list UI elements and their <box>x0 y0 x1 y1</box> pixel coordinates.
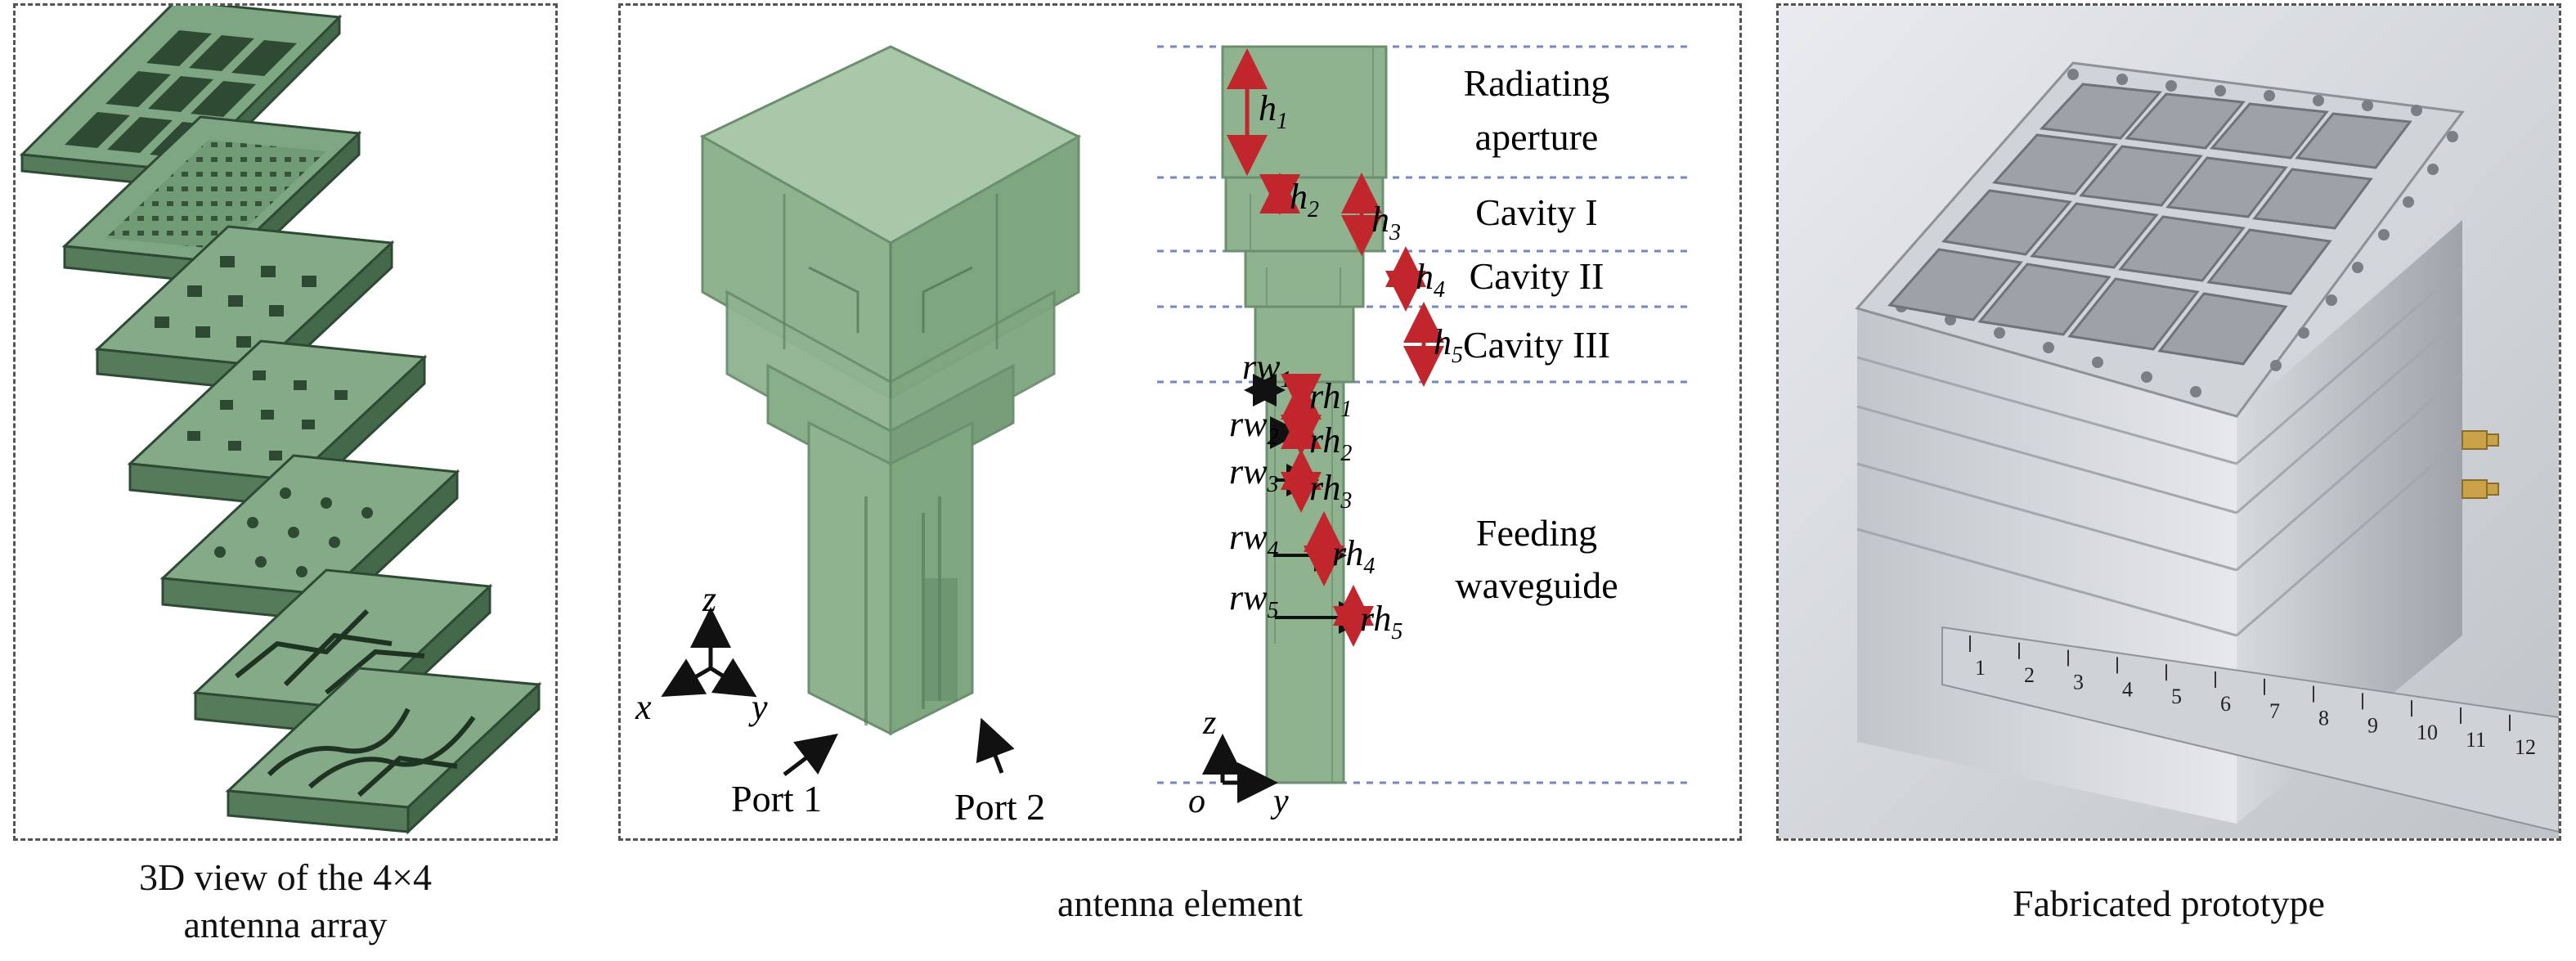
port2-label: Port 2 <box>954 786 1045 828</box>
label-radiating-line1: Radiating <box>1464 62 1610 104</box>
element-caption: antenna element <box>1057 882 1304 924</box>
label-h5: h5 <box>1434 322 1463 368</box>
ruler-number: 1 <box>1975 656 1986 680</box>
label-cavity3: Cavity III <box>1463 324 1610 366</box>
cavity2-shape <box>1244 249 1365 308</box>
label-h3: h3 <box>1371 200 1401 245</box>
axis-2d-o-label: o <box>1188 783 1205 820</box>
ruler-number: 12 <box>2515 735 2536 759</box>
element-waveguide-left <box>807 420 892 736</box>
port1-label: Port 1 <box>731 778 822 820</box>
prototype-cavity-grid <box>1887 83 2412 366</box>
antenna-element-illustration: z x y Port 1 Port 2 <box>635 45 1692 828</box>
label-rh5: rh5 <box>1360 599 1402 644</box>
ruler-number: 5 <box>2171 685 2182 708</box>
element-waveguide-right <box>889 420 974 736</box>
label-rh2: rh2 <box>1309 420 1352 466</box>
axes-3d: z x y <box>635 579 768 727</box>
label-rw2: rw2 <box>1229 404 1278 450</box>
exploded-array-illustration <box>19 0 542 835</box>
label-h1: h1 <box>1259 88 1288 134</box>
cross-section: Radiating aperture Cavity I Cavity II Ca… <box>1157 45 1692 820</box>
ruler-number: 6 <box>2220 692 2231 716</box>
prototype-layer-seams <box>1856 266 2463 637</box>
element-3d-model <box>699 45 1082 736</box>
axis-3d-y-label: y <box>748 687 768 727</box>
array-layer-2 <box>61 115 362 287</box>
prototype-screws <box>1896 69 2458 397</box>
label-feeding-line2: waveguide <box>1455 564 1618 606</box>
label-rw4: rw4 <box>1229 517 1278 563</box>
label-rw5: rw5 <box>1229 577 1278 623</box>
label-rh1: rh1 <box>1309 376 1352 422</box>
label-rh3: rh3 <box>1309 468 1352 514</box>
ruler-number: 9 <box>2367 713 2378 737</box>
label-cavity1: Cavity I <box>1475 191 1597 233</box>
array-layer-7 <box>225 667 542 835</box>
ruler-number: 4 <box>2122 677 2133 701</box>
ruler-number: 10 <box>2417 721 2438 744</box>
prototype-right-side <box>2237 220 2462 824</box>
label-radiating-line2: aperture <box>1475 116 1599 158</box>
label-feeding-line1: Feeding <box>1476 512 1597 554</box>
label-rw1: rw1 <box>1242 347 1291 393</box>
ridge-height-dimensions <box>1281 374 1374 647</box>
prototype-connectors <box>2462 430 2499 499</box>
exploded-array-panel <box>13 0 558 841</box>
height-dimensions <box>1227 48 1444 387</box>
ruler-number: 11 <box>2466 728 2486 752</box>
array-caption: 3D view of the 4×4 antenna array <box>13 854 558 949</box>
axis-2d-z-label: z <box>1202 704 1216 742</box>
label-cavity2: Cavity II <box>1470 255 1604 297</box>
axis-3d-z-label: z <box>702 579 716 619</box>
label-h2: h2 <box>1290 177 1319 222</box>
axes-2d: z o y <box>1188 704 1289 820</box>
array-caption-line1: 3D view of the 4×4 <box>138 856 433 898</box>
ruler-number: 3 <box>2073 671 2084 694</box>
array-caption-line2: antenna array <box>183 904 388 945</box>
label-rw3: rw3 <box>1229 451 1278 497</box>
axis-3d-x-label: x <box>635 687 652 727</box>
prototype-caption: Fabricated prototype <box>2013 882 2325 924</box>
label-h4: h4 <box>1416 257 1445 303</box>
antenna-element-panel: z x y Port 1 Port 2 <box>618 3 1742 841</box>
axis-2d-y-label: y <box>1270 783 1289 820</box>
label-rh4: rh4 <box>1332 533 1375 579</box>
ruler-number: 8 <box>2318 707 2329 730</box>
port1-arrow <box>783 733 838 776</box>
ruler-number: 7 <box>2269 699 2280 723</box>
port2-arrow <box>976 717 1015 774</box>
ruler-number: 2 <box>2024 663 2035 687</box>
